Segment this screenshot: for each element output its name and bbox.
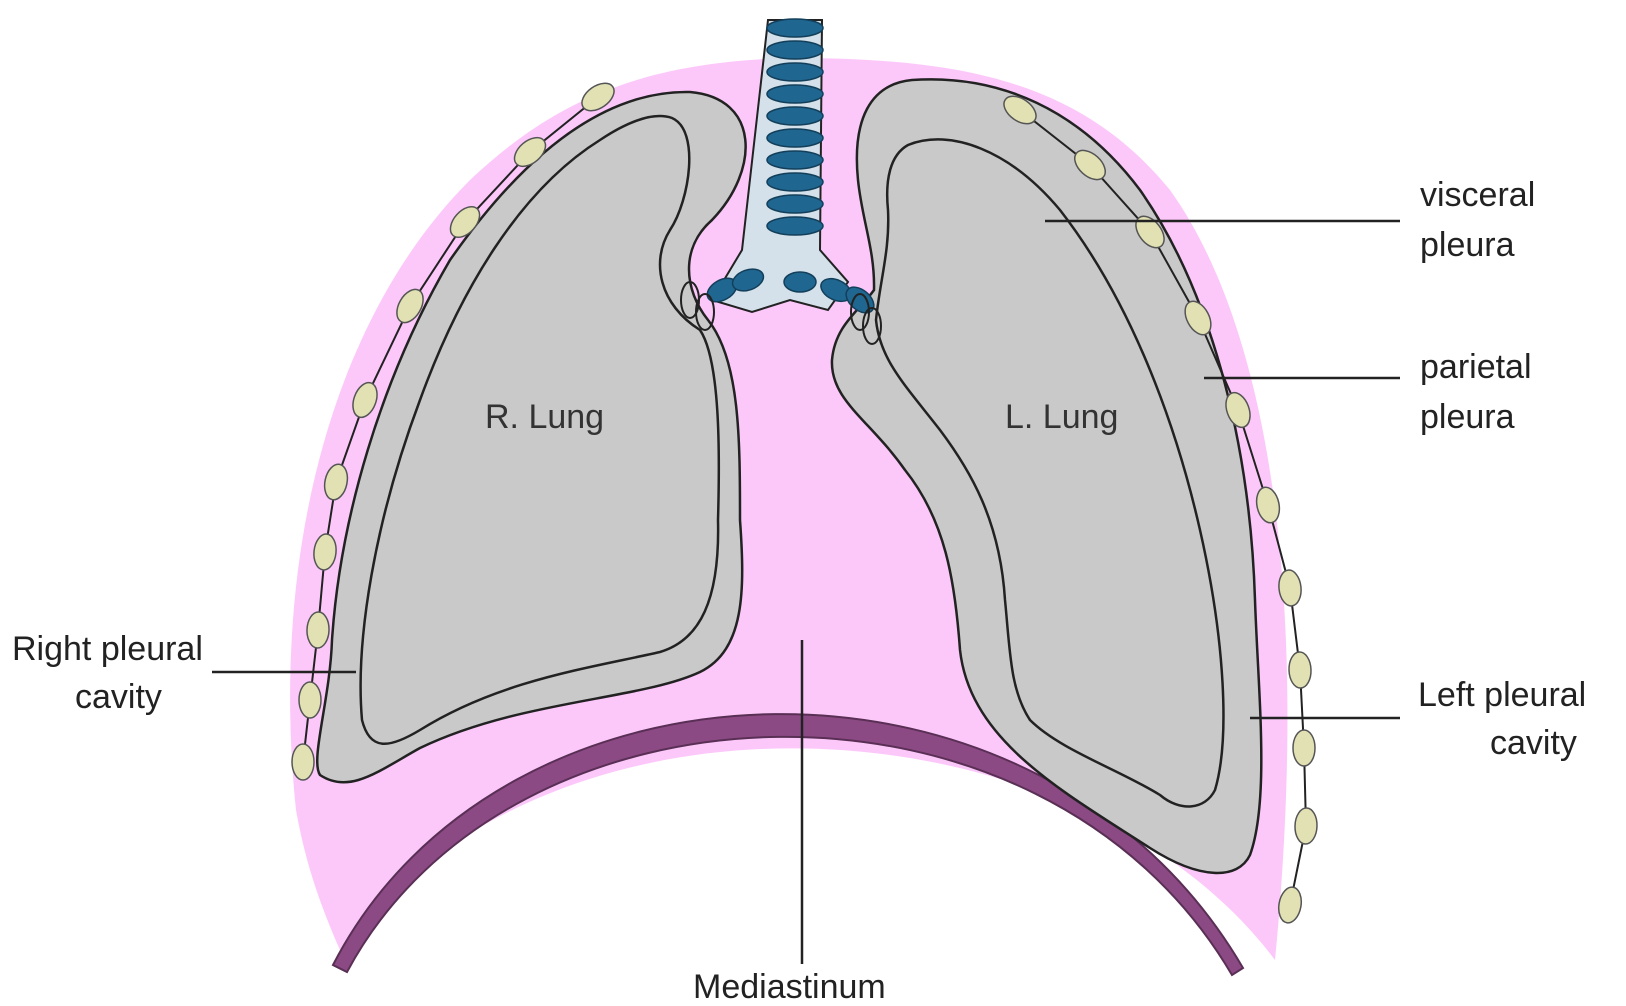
trachea-ring — [767, 19, 823, 37]
left-lung-label: L. Lung — [1005, 398, 1118, 436]
visceral-pleura-label: visceral — [1420, 176, 1535, 214]
left-pleural-cavity-label-line2: cavity — [1490, 724, 1577, 762]
rib-segment-icon — [1288, 652, 1311, 689]
trachea-ring — [767, 63, 823, 81]
right-pleural-cavity-label: Right pleural — [12, 630, 203, 668]
rib-segment-icon — [306, 612, 329, 649]
mediastinum-label: Mediastinum — [693, 968, 886, 1006]
parietal-pleura-label: parietal — [1420, 348, 1532, 386]
trachea-ring — [767, 129, 823, 147]
trachea-ring — [767, 173, 823, 191]
trachea-ring — [767, 217, 823, 235]
parietal-pleura-label-line2: pleura — [1420, 398, 1515, 436]
trachea-ring — [767, 107, 823, 125]
bronchus-ring — [784, 272, 816, 292]
rib-segment-icon — [299, 682, 321, 718]
visceral-pleura-label-line2: pleura — [1420, 226, 1515, 264]
rib-segment-icon — [1293, 730, 1315, 766]
left-pleural-cavity-label: Left pleural — [1418, 676, 1586, 714]
trachea-ring — [767, 41, 823, 59]
rib-segment-icon — [292, 744, 314, 780]
trachea-ring — [767, 151, 823, 169]
trachea-ring — [767, 85, 823, 103]
rib-segment-icon — [1294, 808, 1317, 845]
right-pleural-cavity-label-line2: cavity — [75, 678, 162, 716]
right-lung-label: R. Lung — [485, 398, 604, 436]
trachea-ring — [767, 195, 823, 213]
